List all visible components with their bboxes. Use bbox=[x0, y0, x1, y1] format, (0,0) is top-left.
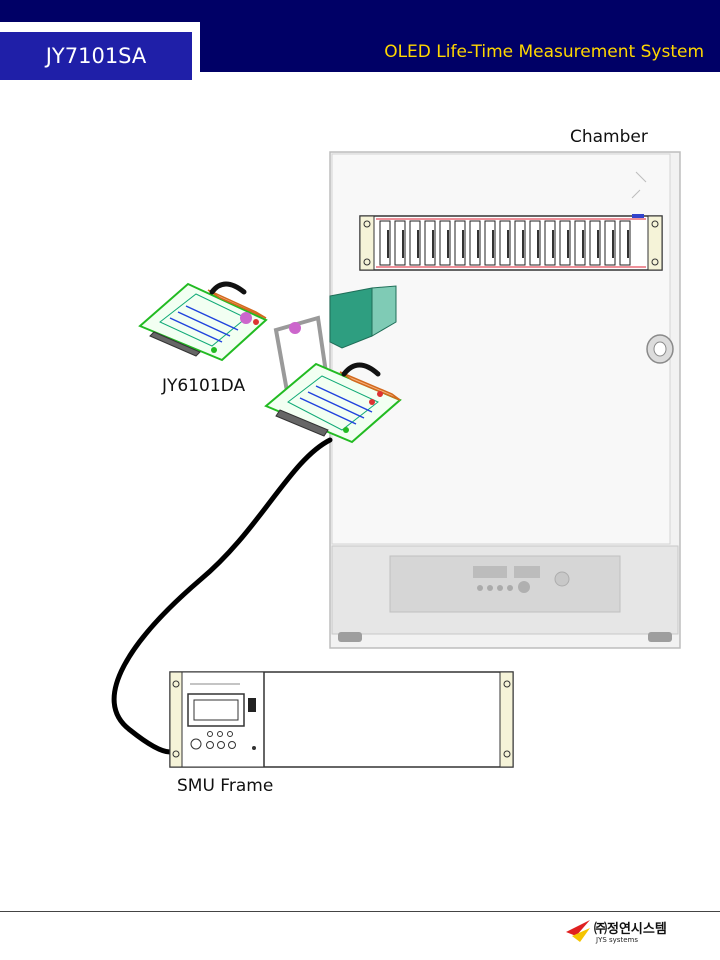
chamber-label: Chamber bbox=[570, 127, 648, 147]
company-logo-icon bbox=[566, 920, 590, 942]
smu-frame-illustration bbox=[169, 671, 514, 768]
connector-illustration bbox=[329, 285, 397, 349]
model-name-badge: JY7101SA bbox=[0, 32, 192, 80]
chamber-foot bbox=[648, 632, 672, 642]
system-title: OLED Life-Time Measurement System bbox=[384, 42, 704, 62]
company-name: ㈜정연시스템 bbox=[594, 922, 667, 937]
dut-board-right-illustration bbox=[264, 315, 402, 444]
cable-line bbox=[111, 437, 333, 755]
dut-board-label: JY6101DA bbox=[162, 376, 246, 396]
smu-frame-label: SMU Frame bbox=[177, 776, 274, 796]
chamber-foot bbox=[338, 632, 362, 642]
company-subtitle: JYS systems bbox=[596, 936, 638, 944]
dut-board-left-illustration bbox=[138, 281, 268, 362]
rack-unit-illustration bbox=[359, 214, 663, 271]
footer-divider bbox=[0, 911, 720, 912]
